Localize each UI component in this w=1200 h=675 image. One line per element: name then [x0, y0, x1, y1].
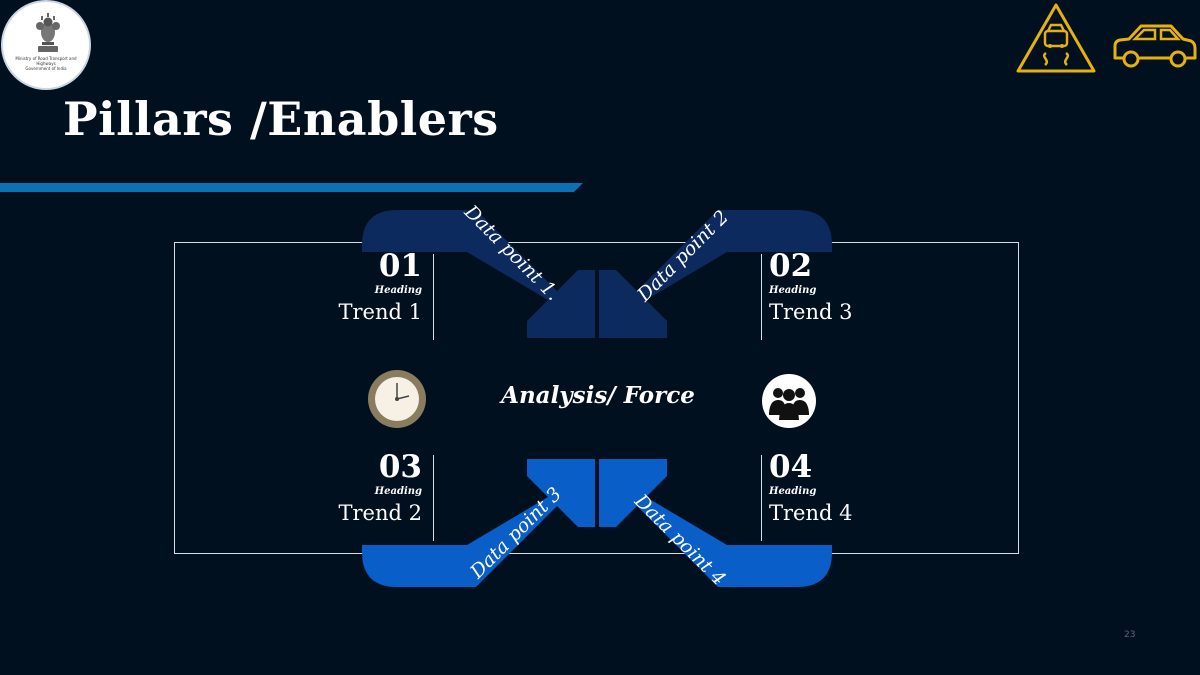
emblem-caption-line2: Government of India — [25, 66, 67, 71]
arrow-data-point-1 — [362, 210, 595, 338]
separator-line — [433, 254, 434, 340]
trend-number: 01 — [378, 248, 422, 284]
arrow-data-point-3 — [362, 459, 595, 587]
clock-icon — [368, 370, 426, 428]
emblem-icon — [36, 13, 60, 52]
ministry-emblem-logo: Ministry of Road Transport and Highways … — [1, 0, 91, 90]
slide-title: Pillars /Enablers — [63, 92, 499, 146]
title-divider — [0, 183, 583, 192]
trend-label: Trend 3 — [769, 300, 853, 324]
arrow-data-point-4 — [599, 459, 832, 587]
trend-heading: Heading — [769, 486, 817, 497]
separator-line — [761, 254, 762, 340]
diagram-frame — [174, 242, 1019, 554]
trend-label: Trend 4 — [769, 501, 853, 525]
trend-number: 03 — [378, 449, 422, 485]
arrow-data-point-2 — [599, 210, 832, 338]
trend-label: Trend 1 — [338, 300, 422, 324]
separator-line — [433, 455, 434, 541]
trend-block-01: 01 Heading Trend 1 — [302, 249, 422, 325]
trend-heading: Heading — [374, 285, 422, 296]
trend-block-04: 04 Heading Trend 4 — [769, 450, 889, 526]
page-number: 23 — [1124, 630, 1136, 640]
car-icon — [1113, 24, 1197, 68]
road-warning-sign-icon — [1016, 3, 1096, 73]
emblem-caption: Ministry of Road Transport and Highways … — [7, 56, 85, 71]
center-label: Analysis/ Force — [501, 382, 695, 409]
trend-label: Trend 2 — [338, 501, 422, 525]
trend-block-03: 03 Heading Trend 2 — [302, 450, 422, 526]
separator-line — [761, 455, 762, 541]
people-group-icon — [762, 374, 816, 428]
trend-heading: Heading — [374, 486, 422, 497]
trend-block-02: 02 Heading Trend 3 — [769, 249, 889, 325]
trend-number: 04 — [769, 449, 813, 485]
trend-heading: Heading — [769, 285, 817, 296]
trend-number: 02 — [769, 248, 813, 284]
emblem-caption-line1: Ministry of Road Transport and Highways — [15, 56, 77, 66]
